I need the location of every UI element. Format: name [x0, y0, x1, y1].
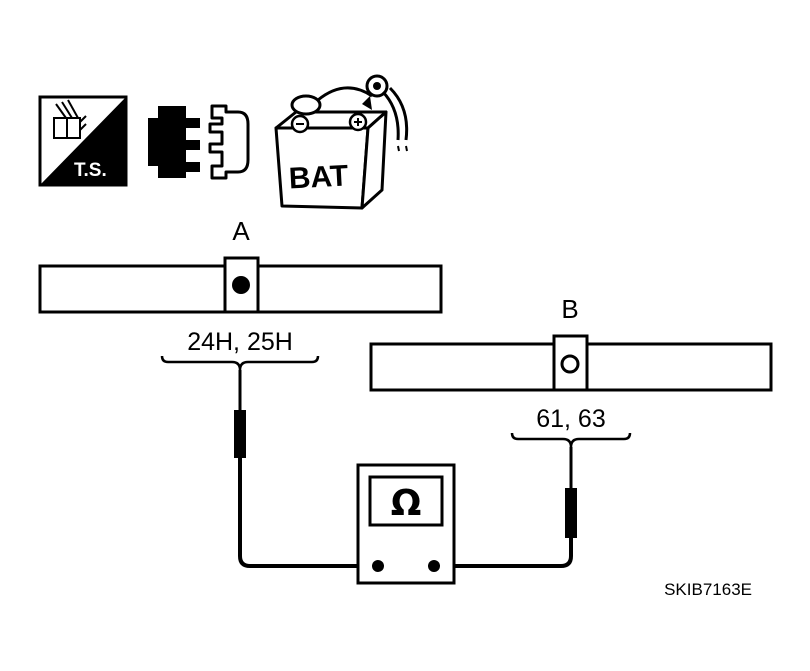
connector-a: A 24H, 25H	[38, 216, 443, 371]
ohmmeter-icon: Ω	[356, 463, 456, 585]
probe-lead-left	[234, 370, 378, 568]
connector-a-pins: 24H, 25H	[187, 328, 293, 356]
connector-b-pins: 61, 63	[536, 405, 606, 433]
battery-disconnect-icon: BAT	[274, 74, 409, 210]
connector-b: B 61, 63	[369, 294, 773, 448]
terminal-open-icon	[560, 354, 580, 374]
disconnect-connector-icon	[148, 104, 250, 180]
figure-id: SKIB7163E	[664, 580, 752, 599]
tool-service-label: T.S.	[74, 160, 107, 181]
probe-lead-right	[434, 447, 577, 568]
connector-a-label: A	[232, 216, 250, 246]
battery-label: BAT	[288, 159, 349, 195]
connector-b-label: B	[561, 294, 578, 324]
ohm-symbol: Ω	[391, 483, 422, 524]
terminal-filled-icon	[232, 276, 250, 294]
tool-service-icon: T.S.	[38, 95, 128, 187]
